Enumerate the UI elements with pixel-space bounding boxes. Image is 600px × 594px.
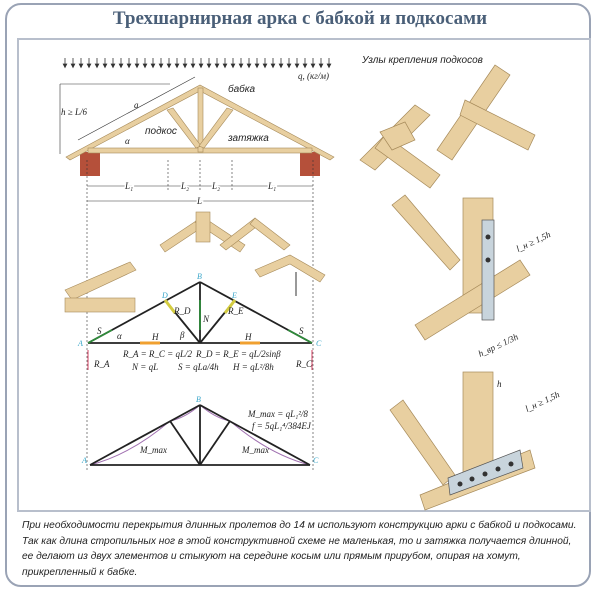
strut-label: подкос (145, 126, 177, 137)
rafters (65, 84, 335, 161)
node-c: C (316, 339, 322, 348)
dim-span: L (196, 196, 202, 206)
king-post (197, 87, 204, 153)
joint-dim-2: h_вр ≤ 1/3h (477, 331, 521, 358)
m-max-right: M_max (241, 445, 269, 455)
brick-support-left (80, 152, 100, 176)
moment-node-b: B (196, 395, 201, 404)
dim-l2-left: L₂ (180, 181, 189, 191)
label-s-right: S (299, 326, 304, 336)
joint-dim-3: h (497, 379, 502, 389)
label-re: R_E (227, 306, 244, 316)
reaction-c: R_C (295, 359, 313, 369)
label-rd: R_D (173, 306, 191, 316)
formula-rd: R_D = R_E = qL/2sinβ (195, 349, 281, 359)
moment-node-a: A (81, 456, 87, 465)
force-truss (87, 281, 313, 370)
height-label: h ≥ L/6 (61, 107, 87, 117)
tie-label: затяжка (227, 133, 269, 144)
label-alpha: α (117, 331, 122, 341)
node-a: A (77, 339, 83, 348)
load-arrows (62, 58, 332, 69)
label-h-right: H (244, 332, 252, 342)
reaction-a: R_A (93, 359, 110, 369)
moment-truss (89, 404, 311, 466)
angle-label: α (125, 136, 130, 146)
label-beta: β (179, 330, 185, 340)
joint-dim-1: l_н ≥ 1,5h (515, 229, 553, 254)
dimension-guides (86, 160, 314, 470)
node-e: E (231, 291, 237, 300)
formula-n: N = qL (131, 362, 158, 372)
ridge-joint-details (64, 211, 326, 313)
formula-ra: R_A = R_C = qL/2 (122, 349, 192, 359)
m-max-left: M_max (139, 445, 167, 455)
dim-l1-right: L₁ (267, 181, 276, 191)
label-n: N (202, 314, 210, 324)
formula-s: S = qLa/4h (178, 362, 219, 372)
caption-text: При необходимости перекрытия длинных про… (22, 520, 577, 578)
node-d: D (161, 291, 168, 300)
moment-node-c: C (313, 456, 319, 465)
bolts (457, 234, 514, 487)
dim-l1-left: L₁ (124, 181, 133, 191)
moment-formula: M_max = qL₁²/8 (247, 409, 308, 419)
page-title: Трехшарнирная арка с бабкой и подкосами (112, 8, 488, 29)
label-h-left: H (151, 332, 159, 342)
rafter-length-label: a (134, 100, 139, 110)
strut-right (198, 107, 234, 149)
joint-illustrations (359, 64, 536, 511)
roof-truss (59, 76, 335, 176)
joints-heading: Узлы крепления подкосов (361, 55, 483, 66)
brick-support-right (300, 152, 320, 176)
node-b: B (197, 272, 202, 281)
label-s-left: S (97, 326, 102, 336)
dimension-lines (87, 185, 313, 202)
joint-dim-4: l_н ≥ 1,5h (524, 389, 562, 414)
load-label: q, (кг/м) (298, 71, 329, 81)
dim-l2-right: L₂ (211, 181, 220, 191)
formula-h: H = qL²/8h (232, 362, 274, 372)
king-post-label: бабка (228, 83, 256, 95)
deflection-formula: f = 5qL₁⁴/384EJ (252, 421, 312, 431)
